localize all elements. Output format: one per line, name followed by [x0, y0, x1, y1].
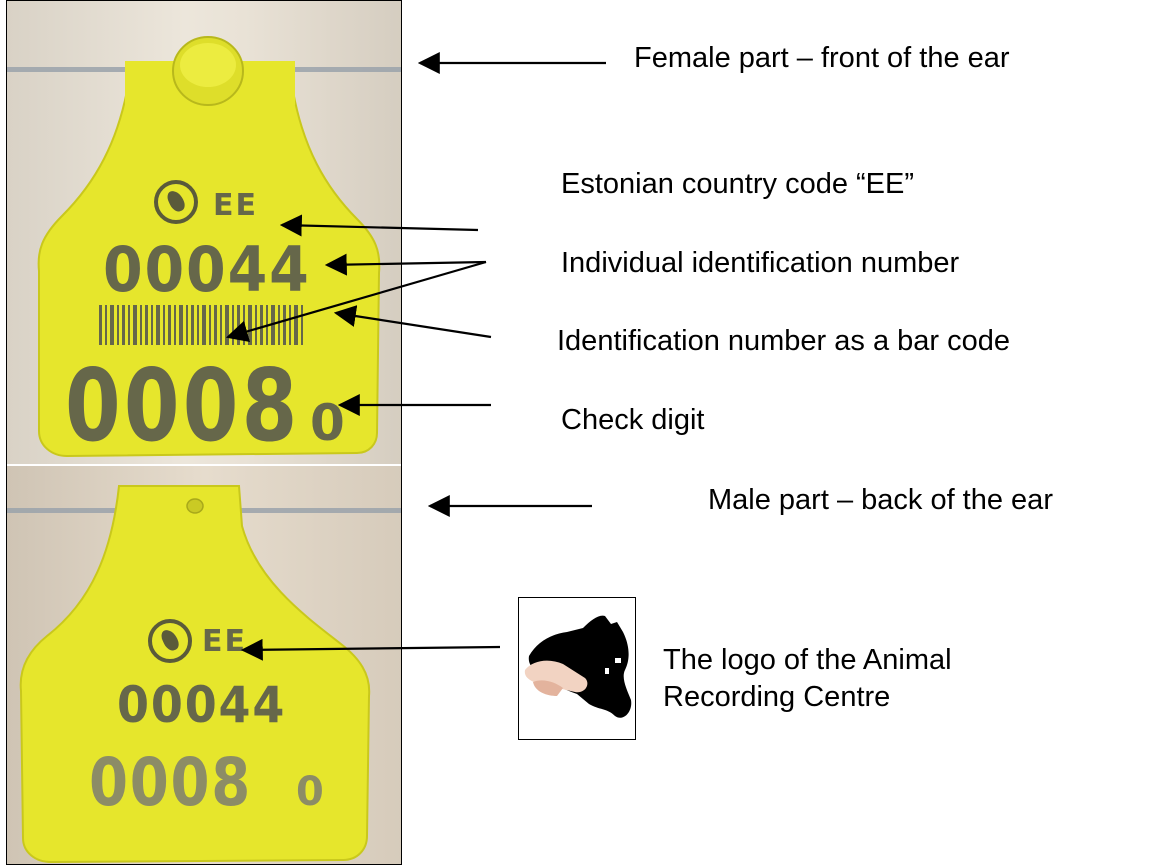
- arrow-individual-id: [324, 253, 487, 276]
- arrow-country-code: [279, 214, 479, 237]
- label-logo-line1: The logo of the Animal: [663, 644, 952, 676]
- male-part-photo: EE 00044 0008 0: [7, 466, 401, 864]
- ear-tag-logo-mark: [148, 619, 192, 663]
- label-check-digit: Check digit: [561, 404, 705, 436]
- ear-tag-photo: EE 00044 0008 0 EE 00044 0008 0: [6, 0, 402, 865]
- tag-id-number: 00044: [103, 233, 311, 306]
- tag-country-code: EE: [202, 624, 247, 659]
- label-logo-line2: Recording Centre: [663, 681, 891, 713]
- male-tag-shape: [19, 485, 371, 864]
- tag-country-code: EE: [213, 188, 258, 223]
- tag-check-digit: 0: [296, 769, 326, 815]
- label-country-code: Estonian country code “EE”: [561, 168, 915, 200]
- tag-id-number: 00044: [117, 676, 287, 734]
- animal-recording-centre-logo: [518, 597, 636, 740]
- arrow-logo: [240, 638, 501, 661]
- label-female-part: Female part – front of the ear: [634, 42, 1010, 74]
- photo-divider: [7, 464, 401, 466]
- label-barcode: Identification number as a bar code: [557, 325, 1010, 357]
- tag-id-big: 0008: [89, 744, 252, 821]
- cow-hand-logo-icon: [524, 615, 632, 718]
- label-male-part: Male part – back of the ear: [708, 484, 1053, 516]
- ear-tag-logo-mark: [154, 180, 198, 224]
- arrow-barcode: [333, 305, 492, 339]
- arrow-individual-id-barcode: [225, 260, 487, 343]
- tag-id-big: 0008: [65, 347, 301, 464]
- label-individual-id: Individual identification number: [561, 247, 960, 279]
